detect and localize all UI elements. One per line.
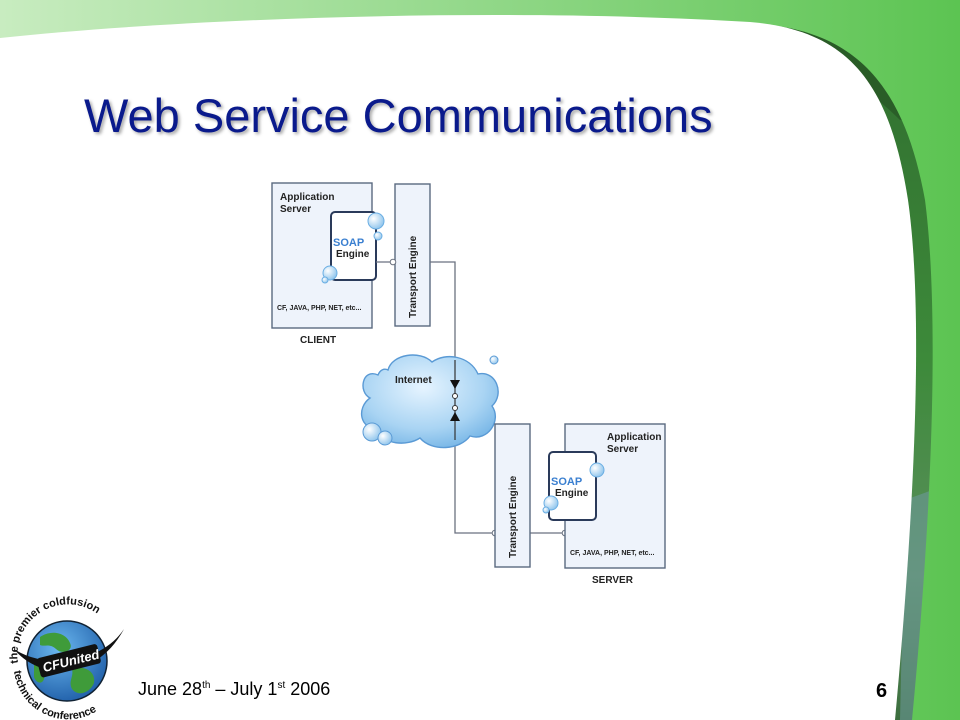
conference-date: June 28th – July 1st 2006 <box>138 679 330 700</box>
cloud-bubble-medium <box>377 430 393 446</box>
client-group: Application Server SOAP Engine CF, JAVA,… <box>271 182 431 346</box>
client-transport-label: Transport Engine <box>408 235 419 318</box>
server-languages: CF, JAVA, PHP, NET, etc... <box>570 550 654 557</box>
client-soap-engine-box <box>330 211 377 281</box>
server-app-server-label: Application Server <box>607 432 664 455</box>
client-languages: CF, JAVA, PHP, NET, etc... <box>277 305 361 312</box>
client-transport-engine-box <box>394 183 431 327</box>
internet-to-server-line <box>454 410 495 534</box>
cloud-bubble-floating <box>489 355 499 365</box>
internet-cloud: Internet <box>360 354 499 449</box>
globe-land-south <box>70 667 95 694</box>
server-transport-engine-box <box>494 423 531 568</box>
server-bubble-top <box>589 462 605 478</box>
server-bubble-bottom <box>543 495 559 511</box>
date-end-suffix: st <box>277 680 286 691</box>
server-transport-label: Transport Engine <box>508 475 519 558</box>
server-bubble-small <box>542 506 550 514</box>
client-soap-connector <box>389 258 397 266</box>
globe-land-north <box>40 632 71 652</box>
cfunited-logo: CFUnited the premier coldfusion technica… <box>8 595 124 720</box>
client-bubble-small <box>321 276 329 284</box>
date-end: – July 1 <box>210 679 278 699</box>
server-engine-label: Engine <box>555 488 589 499</box>
slide-title: Web Service Communications <box>84 89 713 142</box>
client-app-server-label: Application Server <box>280 192 337 215</box>
date-year: 2006 <box>285 679 331 699</box>
client-soap-label: SOAP <box>333 237 364 249</box>
server-soap-label: SOAP <box>551 476 582 488</box>
cloud-link-node-bottom <box>452 405 458 411</box>
server-soap-engine-box <box>548 451 597 521</box>
page-number: 6 <box>876 680 888 702</box>
client-bubble-mid <box>373 231 383 241</box>
server-caption: SERVER <box>592 575 634 586</box>
arrow-up <box>450 412 460 421</box>
cfunited-badge-box <box>37 644 101 678</box>
client-engine-label: Engine <box>336 249 370 260</box>
date-start: June 28 <box>138 679 203 699</box>
cloud-shape <box>360 354 499 449</box>
internet-label: Internet <box>395 375 432 386</box>
arrow-down <box>450 380 460 389</box>
client-caption: CLIENT <box>300 335 336 346</box>
client-bubble-bottom <box>322 265 338 281</box>
cloud-link-node-top <box>452 393 458 399</box>
client-bubble-top <box>367 212 385 230</box>
date-start-suffix: th <box>202 680 211 691</box>
server-group: Transport Engine Application Server SOAP… <box>494 423 666 586</box>
